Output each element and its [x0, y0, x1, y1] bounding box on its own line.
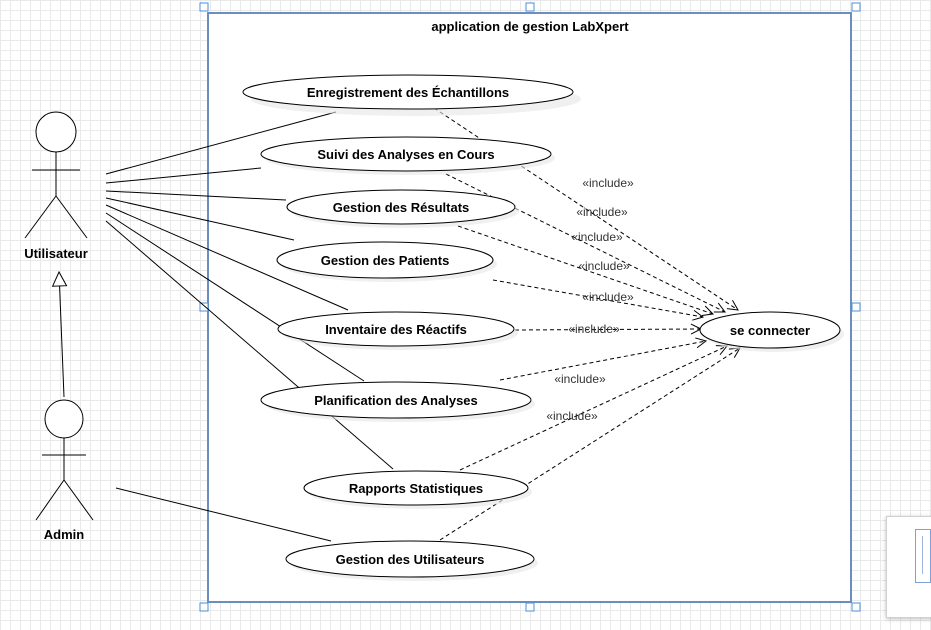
association-utilisateur-suivi[interactable] — [105, 167, 262, 184]
association-utilisateur-planification[interactable] — [105, 212, 365, 382]
include-labels: «include» «include» «include» «include» … — [546, 176, 634, 423]
include-lines — [433, 107, 740, 541]
resize-handle-right[interactable] — [851, 302, 861, 312]
include-label: «include» — [546, 409, 598, 423]
resize-handle-bottom-left[interactable] — [199, 602, 209, 612]
include-label: «include» — [582, 176, 634, 190]
include-label: «include» — [578, 259, 630, 273]
actor-utilisateur[interactable] — [24, 111, 88, 239]
use-case-ellipse[interactable] — [242, 74, 574, 110]
include-label: «include» — [576, 205, 628, 219]
outline-minimap[interactable] — [886, 516, 931, 618]
use-case-ellipse[interactable] — [699, 311, 841, 349]
include-resultats-connecter[interactable] — [457, 225, 713, 314]
include-label: «include» — [582, 290, 634, 304]
use-case-ellipse[interactable] — [276, 241, 494, 279]
actor-right-leg — [63, 479, 94, 521]
minimap-viewport[interactable] — [915, 529, 931, 583]
actor-admin[interactable] — [35, 399, 94, 521]
association-utilisateur-enregistrement[interactable] — [105, 111, 337, 175]
use-case-patients[interactable]: Gestion des Patients — [276, 241, 497, 282]
actor-head — [35, 111, 77, 153]
actor-label-admin: Admin — [44, 527, 85, 542]
generalization-admin-utilisateur[interactable] — [59, 272, 64, 398]
include-label: «include» — [568, 322, 620, 336]
association-lines — [105, 111, 394, 542]
use-case-ellipse[interactable] — [260, 381, 532, 419]
use-case-label: Gestion des Résultats — [333, 200, 470, 215]
resize-handle-top-right[interactable] — [851, 2, 861, 12]
use-case-ellipse[interactable] — [303, 470, 529, 506]
use-case-suivi[interactable]: Suivi des Analyses en Cours — [260, 136, 555, 175]
association-utilisateur-rapports[interactable] — [105, 220, 394, 470]
use-case-label: se connecter — [730, 323, 810, 338]
use-case-label: Planification des Analyses — [314, 393, 478, 408]
association-utilisateur-patients[interactable] — [105, 197, 295, 241]
include-label: «include» — [571, 230, 623, 244]
association-utilisateur-inventaire[interactable] — [105, 204, 349, 311]
use-case-planification[interactable]: Planification des Analyses — [260, 381, 535, 422]
include-inventaire-connecter[interactable] — [514, 329, 701, 330]
use-case-resultats[interactable]: Gestion des Résultats — [286, 189, 519, 228]
use-case-label: Gestion des Patients — [321, 253, 450, 268]
use-case-connecter[interactable]: se connecter — [699, 311, 844, 352]
resize-handle-bottom[interactable] — [525, 602, 535, 612]
use-case-enregistrement[interactable]: Enregistrement des Échantillons — [242, 74, 581, 116]
actor-left-leg — [24, 195, 57, 239]
use-case-label: Rapports Statistiques — [349, 481, 483, 496]
include-patients-connecter[interactable] — [492, 279, 703, 317]
actor-head — [44, 399, 84, 439]
actor-right-leg — [55, 195, 88, 239]
use-case-ellipse[interactable] — [277, 311, 515, 347]
actor-label-utilisateur: Utilisateur — [24, 246, 88, 261]
use-case-inventaire[interactable]: Inventaire des Réactifs — [277, 311, 518, 350]
system-title: application de gestion LabXpert — [431, 19, 629, 34]
use-case-label: Enregistrement des Échantillons — [307, 85, 509, 100]
resize-handle-bottom-right[interactable] — [851, 602, 861, 612]
use-case-label: Suivi des Analyses en Cours — [317, 147, 494, 162]
use-case-label: Gestion des Utilisateurs — [336, 552, 485, 567]
use-case-label: Inventaire des Réactifs — [325, 322, 467, 337]
use-case-utilisateurs[interactable]: Gestion des Utilisateurs — [285, 540, 538, 581]
association-utilisateur-resultats[interactable] — [105, 190, 287, 201]
use-case-ellipse[interactable] — [285, 540, 535, 578]
use-case-ellipse[interactable] — [260, 136, 552, 172]
include-rapports-connecter[interactable] — [459, 346, 727, 471]
use-case-ellipse[interactable] — [286, 189, 516, 225]
resize-handle-top[interactable] — [525, 2, 535, 12]
actor-left-leg — [35, 479, 65, 521]
resize-handle-top-left[interactable] — [199, 2, 209, 12]
resize-handle-left[interactable] — [199, 302, 209, 312]
use-case-rapports[interactable]: Rapports Statistiques — [303, 470, 532, 509]
association-admin-utilisateurs[interactable] — [115, 487, 332, 542]
include-label: «include» — [554, 372, 606, 386]
include-enregistrement-connecter[interactable] — [433, 107, 738, 310]
selection-handles[interactable] — [199, 2, 861, 612]
include-utilisateurs-connecter[interactable] — [439, 348, 740, 541]
